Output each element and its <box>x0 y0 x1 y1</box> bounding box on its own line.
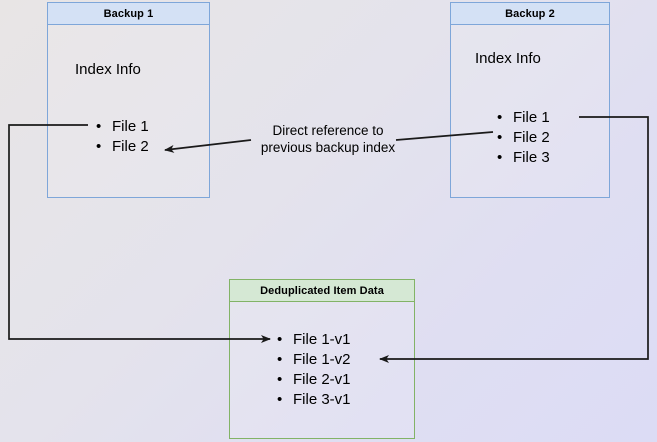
backup-2-box[interactable] <box>450 2 610 198</box>
list-item[interactable]: File 3 <box>497 148 550 168</box>
list-item[interactable]: File 3-v1 <box>277 390 351 410</box>
direct-reference-annotation: Direct reference to previous backup inde… <box>260 123 396 155</box>
backup-2-header: Backup 2 <box>450 2 610 25</box>
list-item[interactable]: File 1-v1 <box>277 330 351 350</box>
list-item[interactable]: File 1 <box>96 117 149 137</box>
deduplicated-item-data-header: Deduplicated Item Data <box>229 279 415 302</box>
backup-1-index-info-label: Index Info <box>75 61 141 78</box>
list-item[interactable]: File 2 <box>497 128 550 148</box>
list-item[interactable]: File 1 <box>497 108 550 128</box>
list-item[interactable]: File 1-v2 <box>277 350 351 370</box>
backup-1-box[interactable] <box>47 2 210 198</box>
list-item[interactable]: File 2 <box>96 137 149 157</box>
backup-2-index-info-label: Index Info <box>475 50 541 67</box>
list-item[interactable]: File 2-v1 <box>277 370 351 390</box>
deduplicated-item-data-header-label: Deduplicated Item Data <box>260 284 384 297</box>
backup-2-header-label: Backup 2 <box>505 7 555 20</box>
deduplicated-file-list: File 1-v1 File 1-v2 File 2-v1 File 3-v1 <box>277 330 351 410</box>
backup-2-file-list: File 1 File 2 File 3 <box>497 108 550 168</box>
backup-1-file-list: File 1 File 2 <box>96 117 149 157</box>
backup-1-header: Backup 1 <box>47 2 210 25</box>
backup-1-header-label: Backup 1 <box>103 7 154 20</box>
